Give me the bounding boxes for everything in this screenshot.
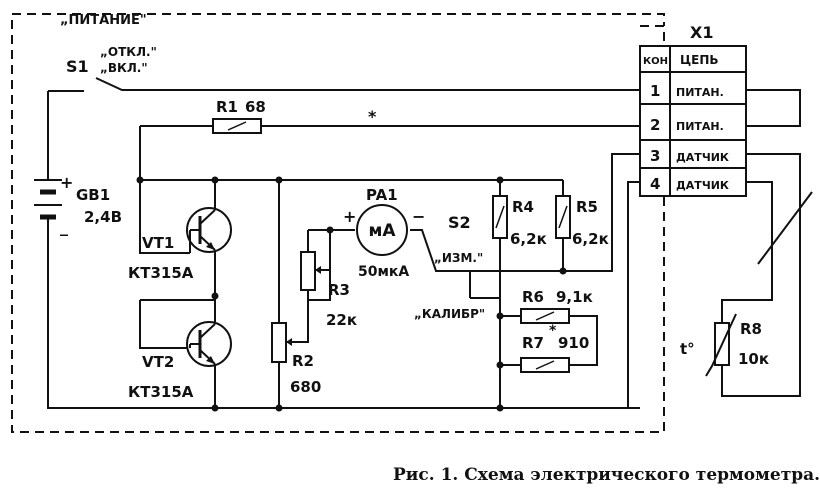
thermistor-r8: R8 10к t° — [680, 313, 769, 377]
resistor-r2: R2 680 — [271, 322, 321, 396]
gb1-ref: GB1 — [76, 186, 110, 204]
s1-off-label: „ОТКЛ." — [100, 45, 157, 59]
vt1-type: КТ315А — [128, 264, 194, 282]
pa1-minus: − — [412, 207, 425, 226]
r8-temp: t° — [680, 340, 695, 358]
resistor-r4: R4 6,2к — [492, 195, 547, 248]
r7-value: 910 — [558, 334, 589, 352]
r7-mark: * — [549, 323, 557, 339]
resistor-r6: R6 9,1к — [520, 288, 593, 324]
resistor-r1: R1 68 * — [212, 98, 377, 134]
r4-ref: R4 — [512, 198, 534, 216]
r3-ref: R3 — [328, 281, 350, 299]
switch-s1: S1 „ОТКЛ." „ВКЛ." — [66, 45, 157, 76]
power-label: „ПИТАНИЕ" — [60, 13, 147, 28]
r6-ref: R6 — [522, 288, 544, 306]
vt1-ref: VT1 — [142, 234, 174, 252]
s2-calibrate-label: „КАЛИБР" — [414, 307, 485, 321]
s2-measure-label: „ИЗМ." — [434, 251, 483, 265]
x1-col-circuit: ЦЕПЬ — [680, 53, 719, 67]
r5-ref: R5 — [576, 198, 598, 216]
x1-circuit: ДАТЧИК — [676, 179, 729, 192]
r5-value: 6,2к — [572, 230, 609, 248]
pa1-value: 50мкА — [358, 264, 409, 280]
figure-caption: Рис. 1. Схема электрического термометра. — [393, 465, 820, 485]
pa1-ref: PA1 — [366, 186, 398, 204]
battery-gb1: + _ GB1 2,4В — [34, 173, 122, 236]
x1-ref: X1 — [690, 23, 713, 42]
pa1-symbol: мА — [368, 221, 396, 241]
r2-value: 680 — [290, 378, 321, 396]
gb1-value: 2,4В — [84, 208, 122, 226]
meter-pa1: мА PA1 + − 50мкА — [343, 186, 425, 280]
s1-ref: S1 — [66, 57, 89, 76]
x1-pin: 3 — [650, 147, 660, 165]
r2-ref: R2 — [292, 352, 314, 370]
vt2-ref: VT2 — [142, 353, 174, 371]
x1-pin: 2 — [650, 116, 660, 134]
transistor-vt1: VT1 КТ315А — [128, 198, 232, 296]
x1-circuit: ДАТЧИК — [676, 151, 729, 164]
r1-mark: * — [368, 107, 377, 126]
r3-value: 22к — [326, 311, 357, 329]
resistor-r3: R3 22к — [300, 251, 357, 329]
r8-ref: R8 — [740, 320, 762, 338]
x1-circuit: ПИТАН. — [676, 86, 724, 99]
r1-ref: R1 — [216, 98, 238, 116]
sensor-wire-mark — [757, 191, 813, 265]
s2-ref: S2 — [448, 213, 471, 232]
r8-value: 10к — [738, 350, 769, 368]
x1-circuit: ПИТАН. — [676, 120, 724, 133]
housing-boundary — [11, 13, 665, 433]
r1-value: 68 — [245, 98, 266, 116]
gb1-minus: _ — [60, 217, 68, 236]
x1-col-pin: КОН. — [643, 56, 672, 67]
r4-value: 6,2к — [510, 230, 547, 248]
switch-s2: S2 „ИЗМ." „КАЛИБР" — [414, 213, 485, 321]
s1-on-label: „ВКЛ." — [100, 61, 148, 75]
r6-value: 9,1к — [556, 288, 593, 306]
gb1-plus: + — [60, 173, 73, 192]
connector-x1: X1 КОН. ЦЕПЬ 1 ПИТАН. 2 ПИТАН. 3 ДАТЧИК … — [639, 23, 747, 197]
pa1-plus: + — [343, 207, 356, 226]
resistor-r7: R7 * 910 — [520, 323, 589, 373]
r7-ref: R7 — [522, 334, 544, 352]
resistor-r5: R5 6,2к — [555, 195, 609, 248]
x1-pin: 1 — [650, 82, 660, 100]
transistor-vt2: VT2 КТ315А — [128, 299, 232, 401]
vt2-type: КТ315А — [128, 383, 194, 401]
x1-pin: 4 — [650, 175, 660, 193]
